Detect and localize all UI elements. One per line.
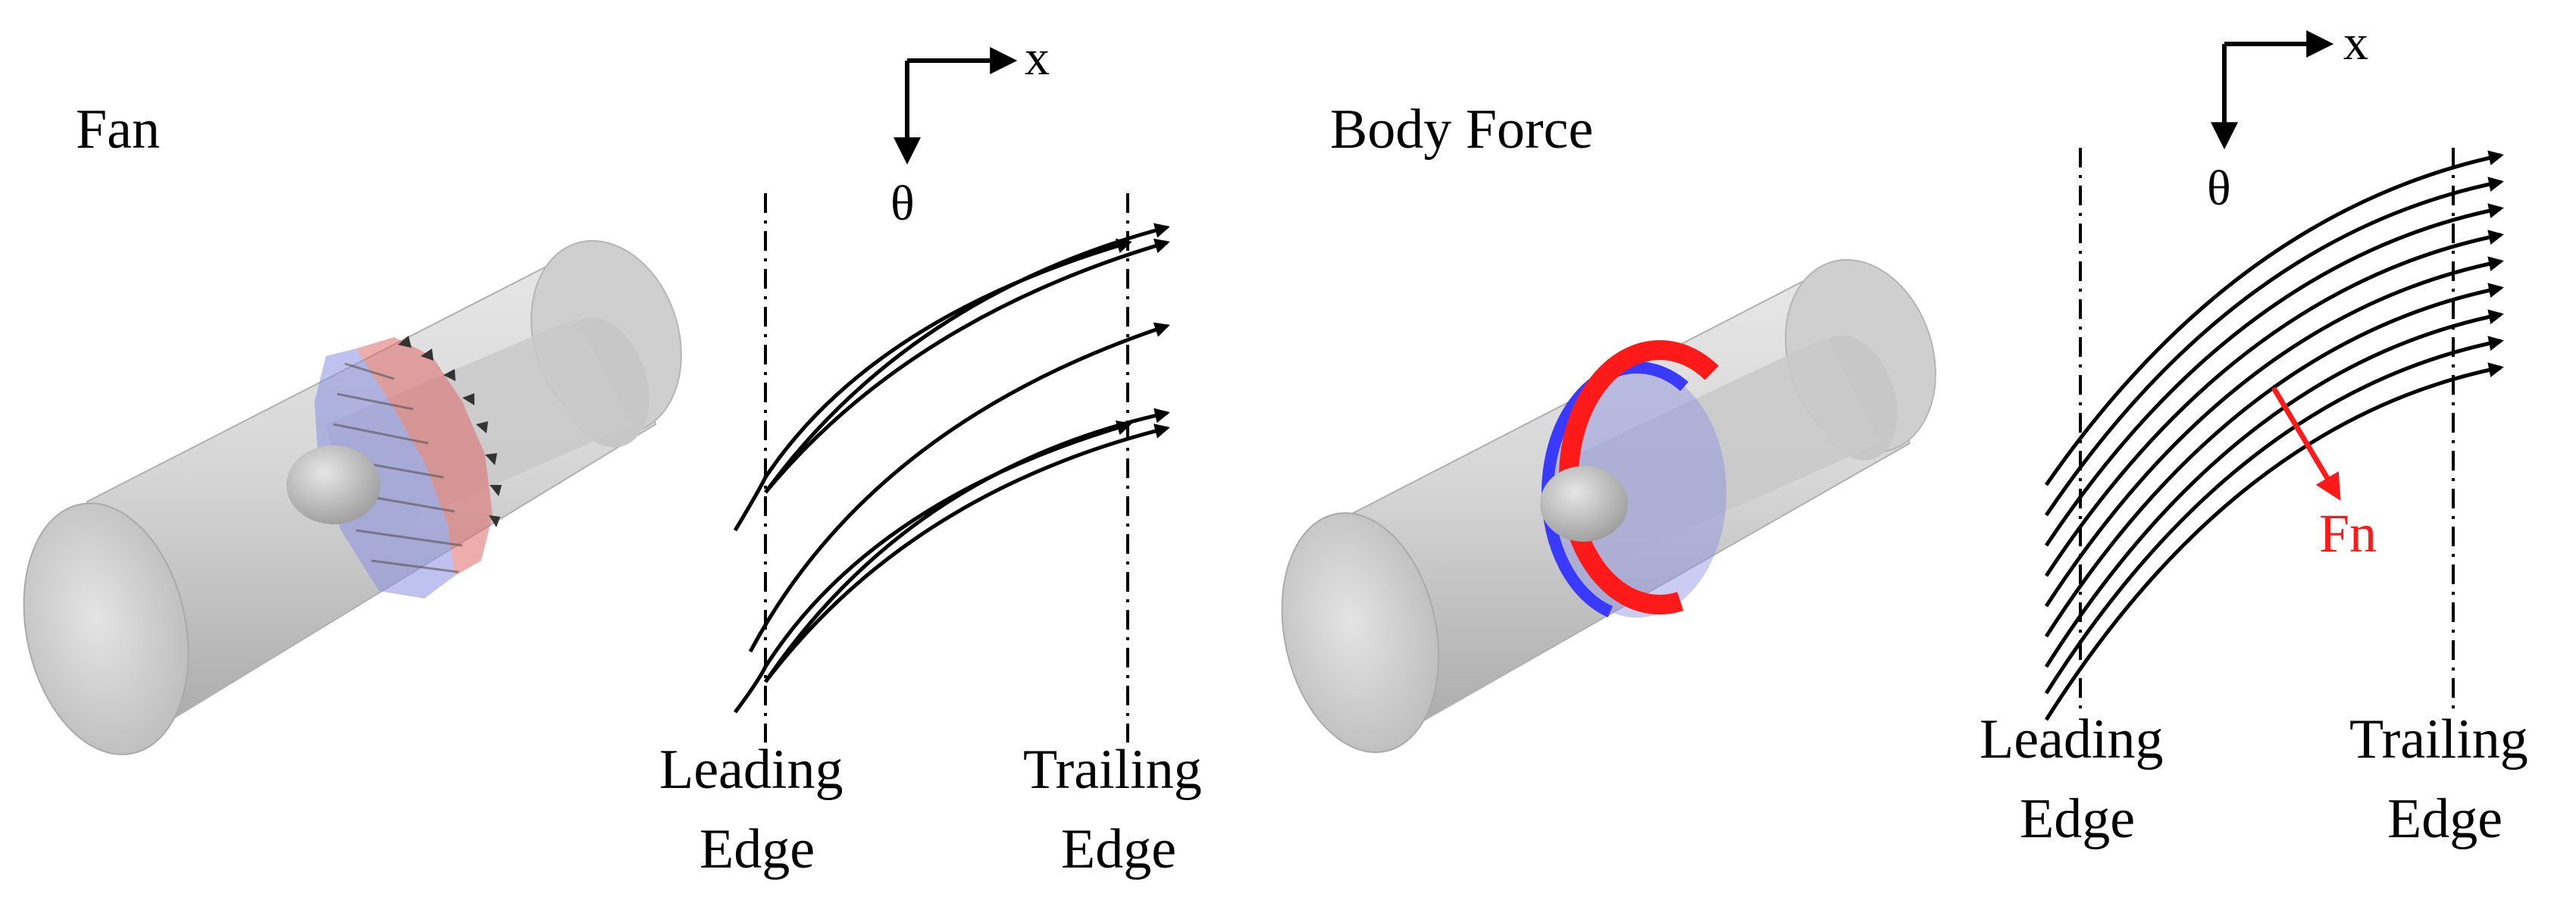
fan-cylinder — [23, 239, 682, 755]
fan-blades-red — [356, 337, 493, 576]
bf-x-label: x — [2343, 15, 2368, 70]
body-force-panel: Body Force x θ — [1281, 15, 2528, 850]
fan-streaklines — [733, 223, 1170, 714]
svg-text:Edge: Edge — [2387, 788, 2502, 850]
svg-text:Leading: Leading — [659, 739, 843, 801]
fan-blades — [315, 336, 502, 599]
bf-axes: x θ — [2207, 15, 2368, 216]
svg-text:Edge: Edge — [700, 818, 815, 880]
body-force-title: Body Force — [1330, 98, 1593, 161]
fan-blade-tips — [398, 336, 502, 527]
fan-panel: Fan — [23, 30, 1202, 880]
body-force-cylinder — [1281, 258, 1936, 753]
svg-text:Leading: Leading — [1980, 708, 2163, 771]
bf-theta-label: θ — [2207, 161, 2231, 216]
fan-trailing-edge-label: Trailing Edge — [1023, 739, 1202, 880]
fan-leading-edge-label: Leading Edge — [659, 739, 843, 880]
svg-text:Edge: Edge — [1061, 818, 1176, 880]
bf-trailing-edge-label: Trailing Edge — [2349, 708, 2528, 850]
fan-axes: x θ — [890, 30, 1050, 231]
fan-blades-blue — [315, 349, 455, 599]
svg-text:Trailing: Trailing — [1023, 739, 1202, 801]
normal-force-label: Fn — [2319, 503, 2377, 564]
fan-nose-cone — [286, 446, 380, 524]
fan-theta-label: θ — [890, 176, 915, 231]
fan-x-label: x — [1025, 30, 1050, 86]
svg-text:Edge: Edge — [2020, 788, 2135, 850]
bf-leading-edge-label: Leading Edge — [1980, 708, 2163, 850]
bf-nose-cone — [1540, 466, 1628, 542]
bf-streaklines — [2044, 150, 2504, 721]
normal-force-arrow — [2271, 386, 2341, 502]
fan-cylinder-front-cap — [23, 502, 189, 755]
bf-cylinder-front-cap — [1281, 512, 1440, 753]
svg-text:Trailing: Trailing — [2349, 708, 2528, 771]
bf-hub-shaft — [1576, 337, 1880, 568]
fan-title: Fan — [76, 98, 160, 161]
